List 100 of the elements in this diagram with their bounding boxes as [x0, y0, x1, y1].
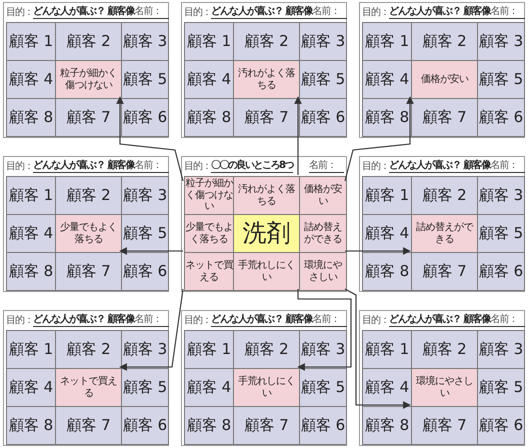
customer-cell: 顧客 1	[6, 330, 56, 369]
name-label: 名前：	[134, 314, 170, 327]
customer-cell: 顧客 4	[362, 60, 412, 99]
field-label: 目的：	[362, 315, 389, 327]
field-label: 目的：	[184, 315, 211, 327]
customer-cell: 顧客 5	[121, 60, 169, 99]
customer-cell: 顧客 1	[6, 176, 56, 215]
customer-cell: 顧客 3	[121, 22, 169, 61]
feature-cell: 手荒れしにくい	[233, 368, 300, 407]
customer-cell: 顧客 1	[362, 330, 412, 369]
worksheet-title: どんな人が喜ぶ？ 顧客像	[389, 314, 490, 327]
customer-cell: 顧客 6	[477, 406, 525, 445]
name-label: 名前：	[309, 160, 344, 173]
worksheet-card	[181, 156, 347, 292]
name-label: 名前：	[134, 160, 170, 173]
customer-cell: 顧客 4	[362, 368, 412, 407]
field-label: 目的：	[184, 7, 211, 19]
feature-cell: 粒子が細かく傷つけない	[55, 60, 122, 99]
customer-cell: 顧客 8	[6, 252, 56, 291]
feature-cell: 手荒れしにくい	[233, 252, 300, 291]
customer-cell: 顧客 2	[55, 176, 122, 215]
theme-cell: 洗剤	[233, 214, 300, 253]
customer-cell: 顧客 2	[411, 176, 478, 215]
worksheet-card	[359, 156, 525, 292]
worksheet-title: どんな人が喜ぶ？ 顧客像	[211, 314, 312, 327]
customer-cell: 顧客 1	[6, 22, 56, 61]
customer-cell: 顧客 4	[184, 60, 234, 99]
worksheet-title: 〇〇の良いところ8つ	[211, 160, 293, 173]
customer-cell: 顧客 6	[299, 406, 347, 445]
customer-cell: 顧客 5	[299, 60, 347, 99]
customer-cell: 顧客 1	[184, 22, 234, 61]
customer-cell: 顧客 7	[411, 98, 478, 137]
customer-cell: 顧客 7	[55, 252, 122, 291]
name-label: 名前：	[490, 314, 526, 327]
worksheet-card	[181, 2, 347, 138]
worksheet-title: どんな人が喜ぶ？ 顧客像	[389, 160, 490, 173]
customer-cell: 顧客 8	[362, 406, 412, 445]
worksheet-card	[181, 310, 347, 446]
customer-cell: 顧客 7	[55, 406, 122, 445]
customer-cell: 顧客 3	[299, 22, 347, 61]
customer-cell: 顧客 6	[477, 252, 525, 291]
arrow	[119, 247, 183, 255]
worksheet-title: どんな人が喜ぶ？ 顧客像	[33, 6, 134, 19]
name-label: 名前：	[490, 160, 526, 173]
customer-cell: 顧客 2	[411, 330, 478, 369]
field-label: 目的：	[184, 161, 211, 173]
customer-cell: 顧客 5	[121, 214, 169, 253]
field-label: 目的：	[6, 315, 33, 327]
feature-cell: ネットで買える	[184, 252, 234, 291]
customer-cell: 顧客 5	[299, 368, 347, 407]
feature-cell: 少量でもよく落ちる	[55, 214, 122, 253]
customer-cell: 顧客 6	[299, 98, 347, 137]
customer-cell: 顧客 4	[362, 214, 412, 253]
feature-cell: 環境にやさしい	[411, 368, 478, 407]
customer-cell: 顧客 1	[362, 22, 412, 61]
arrow	[116, 96, 184, 182]
arrow	[119, 288, 184, 371]
customer-cell: 顧客 8	[6, 406, 56, 445]
customer-cell: 顧客 8	[184, 98, 234, 137]
feature-cell: ネットで買える	[55, 368, 122, 407]
customer-cell: 顧客 3	[477, 330, 525, 369]
customer-cell: 顧客 7	[411, 406, 478, 445]
feature-cell: 価格が安い	[411, 60, 478, 99]
customer-cell: 顧客 7	[411, 252, 478, 291]
customer-cell: 顧客 1	[184, 330, 234, 369]
arrow	[294, 96, 302, 175]
worksheet-title: どんな人が喜ぶ？ 顧客像	[33, 314, 134, 327]
customer-cell: 顧客 7	[55, 98, 122, 137]
name-label: 名前：	[312, 314, 348, 327]
name-label: 名前：	[312, 6, 348, 19]
field-label: 目的：	[362, 161, 389, 173]
customer-cell: 顧客 3	[299, 330, 347, 369]
feature-cell: 価格が安い	[299, 176, 347, 215]
customer-cell: 顧客 4	[6, 60, 56, 99]
worksheet-card	[359, 310, 525, 446]
customer-cell: 顧客 6	[121, 252, 169, 291]
customer-cell: 顧客 4	[184, 368, 234, 407]
customer-cell: 顧客 2	[55, 330, 122, 369]
customer-cell: 顧客 7	[233, 98, 300, 137]
customer-cell: 顧客 2	[233, 330, 300, 369]
customer-cell: 顧客 4	[6, 214, 56, 253]
customer-cell: 顧客 6	[121, 406, 169, 445]
customer-cell: 顧客 3	[477, 22, 525, 61]
customer-cell: 顧客 8	[362, 98, 412, 137]
customer-cell: 顧客 4	[6, 368, 56, 407]
customer-cell: 顧客 1	[362, 176, 412, 215]
feature-cell: 汚れがよく落ちる	[233, 60, 300, 99]
customer-cell: 顧客 2	[55, 22, 122, 61]
customer-cell: 顧客 8	[362, 252, 412, 291]
worksheet-card	[359, 2, 525, 138]
field-label: 目的：	[362, 7, 389, 19]
customer-cell: 顧客 6	[121, 98, 169, 137]
customer-cell: 顧客 8	[6, 98, 56, 137]
customer-cell: 顧客 8	[184, 406, 234, 445]
customer-cell: 顧客 5	[477, 214, 525, 253]
customer-cell: 顧客 6	[477, 98, 525, 137]
arrow	[344, 288, 411, 409]
customer-cell: 顧客 5	[477, 60, 525, 99]
field-label: 目的：	[6, 161, 33, 173]
customer-cell: 顧客 2	[233, 22, 300, 61]
